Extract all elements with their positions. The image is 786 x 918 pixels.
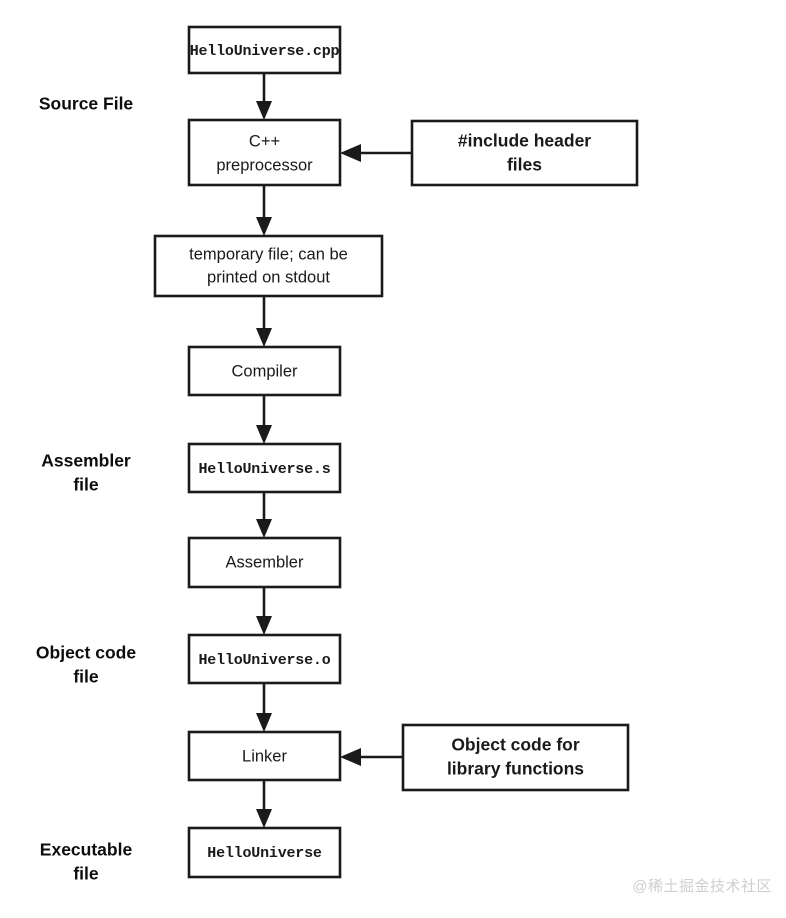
edge-temporary-file-to-compiler [256,296,272,347]
node-linker[interactable]: Linker [187,730,342,782]
stage-label-executable-file-line1: Executable [40,840,133,860]
node-library-object-code-box[interactable] [401,723,630,792]
node-object-file-box[interactable] [187,633,342,685]
arrow-head-icon [340,748,361,766]
node-executable-file-box[interactable] [187,826,342,879]
node-library-object-code[interactable]: Object code for library functions [401,723,630,792]
arrow-head-icon [340,144,361,162]
node-library-object-code-label-line1: Object code for [451,735,580,755]
edge-library-object-code-to-linker [340,748,403,766]
stage-label-source-file: Source File [39,94,134,114]
arrow-head-icon [256,713,272,732]
stage-label-executable-file-line2: file [73,864,99,884]
node-assembly-file-label: HelloUniverse.s [198,461,330,478]
node-object-file-label: HelloUniverse.o [198,652,330,669]
edge-preprocessor-to-temporary-file [256,185,272,236]
stage-label-assembler-file-line1: Assembler [41,451,131,471]
stage-label-source-file-line1: Source File [39,94,134,114]
node-include-headers-box[interactable] [410,119,639,187]
node-include-headers-label-line1: #include header [458,131,591,151]
edge-assembly-file-to-assembler [256,492,272,538]
node-temporary-file-label-line2: printed on stdout [207,268,330,286]
node-temporary-file-label-line1: temporary file; can be [189,245,348,263]
node-linker-box[interactable] [187,730,342,782]
arrow-head-icon [256,616,272,635]
node-linker-label: Linker [242,747,287,765]
edge-compiler-to-assembly-file [256,395,272,444]
arrow-head-icon [256,809,272,828]
node-temporary-file-box[interactable] [153,234,384,298]
node-assembly-file-box[interactable] [187,442,342,494]
node-assembler[interactable]: Assembler [187,536,342,589]
node-preprocessor-box[interactable] [187,118,342,187]
stage-label-object-code-file-line1: Object code [36,643,136,663]
edge-source-file-to-preprocessor [256,73,272,120]
arrow-head-icon [256,217,272,236]
arrow-head-icon [256,101,272,120]
edge-linker-to-executable-file [256,780,272,828]
node-preprocessor-label-line1: C++ [249,132,280,150]
node-temporary-file[interactable]: temporary file; can be printed on stdout [153,234,384,298]
watermark-text: @稀土掘金技术社区 [632,878,772,895]
node-source-file[interactable]: HelloUniverse.cpp [187,25,342,75]
node-assembly-file[interactable]: HelloUniverse.s [187,442,342,494]
stage-label-assembler-file-line2: file [73,475,99,495]
arrow-head-icon [256,328,272,347]
stage-label-assembler-file: Assembler file [41,451,131,495]
stage-label-executable-file: Executable file [40,840,133,884]
stage-label-object-code-file: Object code file [36,643,136,687]
edge-object-file-to-linker [256,683,272,732]
arrow-head-icon [256,425,272,444]
node-executable-file[interactable]: HelloUniverse [187,826,342,879]
edge-include-headers-to-preprocessor [340,144,412,162]
node-source-file-label: HelloUniverse.cpp [190,43,340,60]
node-compiler[interactable]: Compiler [187,345,342,397]
node-preprocessor-label-line2: preprocessor [216,156,313,174]
node-object-file[interactable]: HelloUniverse.o [187,633,342,685]
node-compiler-box[interactable] [187,345,342,397]
node-assembler-label: Assembler [226,553,304,571]
node-include-headers-label-line2: files [507,155,542,175]
node-include-headers[interactable]: #include header files [410,119,639,187]
node-library-object-code-label-line2: library functions [447,759,584,779]
node-compiler-label: Compiler [231,362,298,380]
node-preprocessor[interactable]: C++ preprocessor [187,118,342,187]
node-assembler-box[interactable] [187,536,342,589]
node-executable-file-label: HelloUniverse [207,845,322,862]
stage-label-object-code-file-line2: file [73,667,99,687]
arrow-head-icon [256,519,272,538]
edge-assembler-to-object-file [256,587,272,635]
node-source-file-box[interactable] [187,25,342,75]
